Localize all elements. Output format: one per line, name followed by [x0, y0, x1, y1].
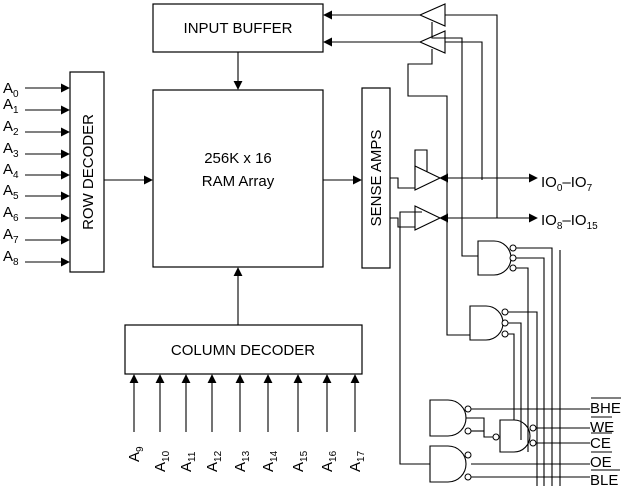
- address-pin-label: A9: [126, 446, 146, 462]
- io-label-high: IO8–IO15: [541, 212, 598, 232]
- control-labels: BHE WE CE OE BLE: [590, 397, 621, 489]
- sense-amps-label: SENSE AMPS: [368, 130, 385, 227]
- address-pin-label: A0: [3, 80, 19, 100]
- row-address-labels: A0 A1 A2 A3 A4 A5 A6 A7 A8: [3, 80, 19, 268]
- output-drivers: [390, 149, 538, 465]
- ram-array-label: RAM Array: [202, 173, 275, 190]
- address-pin-label: A12: [204, 450, 224, 472]
- address-pin-label: A14: [260, 450, 280, 472]
- internal-connections: [104, 52, 362, 325]
- column-decoder-block: COLUMN DECODER: [124, 324, 363, 375]
- input-buffer-block: INPUT BUFFER: [152, 3, 324, 53]
- address-pin-label: A6: [3, 204, 19, 224]
- control-logic: [429, 240, 590, 486]
- bhe-label: BHE: [590, 400, 621, 417]
- row-decoder-label: ROW DECODER: [80, 114, 97, 230]
- address-pin-label: A13: [232, 450, 252, 472]
- address-pin-label: A1: [3, 96, 19, 116]
- address-pin-label: A11: [178, 451, 198, 472]
- and-gate: [499, 419, 531, 453]
- address-pin-label: A8: [3, 248, 19, 268]
- and-gate: [469, 305, 504, 341]
- address-pin-label: A5: [3, 182, 19, 202]
- sense-amps-block: SENSE AMPS: [361, 87, 391, 269]
- io-label-low: IO0–IO7: [541, 174, 593, 194]
- and-gate: [429, 399, 467, 437]
- we-label: WE: [590, 419, 614, 436]
- ram-size-label: 256K x 16: [204, 150, 272, 167]
- address-pin-label: A17: [347, 450, 367, 472]
- row-decoder-block: ROW DECODER: [69, 71, 105, 273]
- and-gate: [477, 240, 512, 276]
- input-buffer-label: INPUT BUFFER: [184, 20, 293, 37]
- column-address-arrows: [129, 374, 360, 432]
- and-gate: [429, 445, 467, 483]
- column-address-labels: A9 A10 A11 A12 A13 A14 A15 A16 A17: [126, 446, 367, 472]
- ce-label: CE: [590, 435, 611, 452]
- address-pin-label: A3: [3, 140, 19, 160]
- input-buffer-drivers: [323, 3, 498, 336]
- ble-label: BLE: [590, 472, 618, 489]
- ram-array-block: 256K x 16 RAM Array: [152, 89, 324, 268]
- address-pin-label: A7: [3, 226, 19, 246]
- io-labels: IO0–IO7 IO8–IO15: [541, 174, 598, 232]
- row-address-arrows: [25, 83, 70, 267]
- address-pin-label: A4: [3, 161, 19, 181]
- address-pin-label: A10: [152, 450, 172, 472]
- address-pin-label: A16: [319, 450, 339, 472]
- address-pin-label: A15: [290, 450, 310, 472]
- column-decoder-label: COLUMN DECODER: [171, 342, 315, 359]
- output-driver-lower: [414, 205, 442, 231]
- address-pin-label: A2: [3, 118, 19, 138]
- oe-label: OE: [590, 454, 612, 471]
